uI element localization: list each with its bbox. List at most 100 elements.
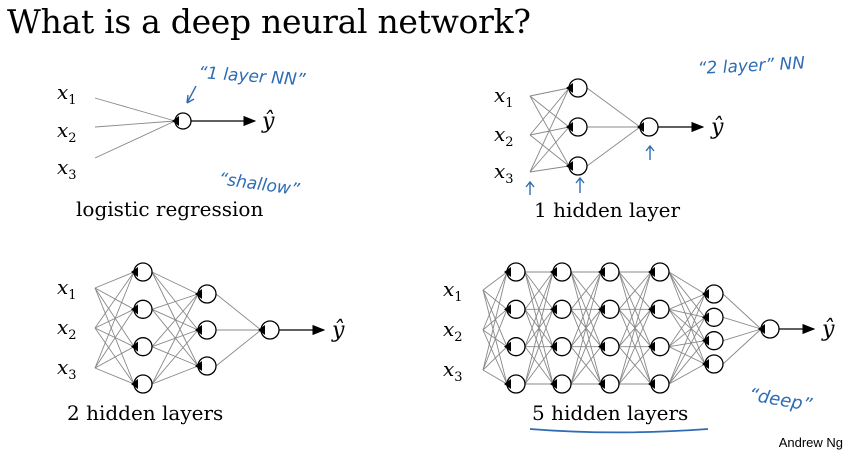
two-hidden-input-label-2: x2 bbox=[57, 315, 77, 343]
two-hidden-node-input-mark bbox=[131, 267, 138, 277]
two-hidden-edge bbox=[94, 346, 135, 369]
two-hidden-node-input-mark bbox=[131, 304, 138, 315]
one-hidden-input-label-3: x3 bbox=[494, 159, 514, 187]
one-hidden-node-input-mark bbox=[637, 122, 644, 132]
two-hidden-edge bbox=[94, 271, 135, 289]
five-hidden-node-input-mark bbox=[702, 312, 709, 323]
five-hidden-edge bbox=[570, 271, 602, 385]
five-hidden-edge bbox=[570, 309, 602, 385]
two-hidden-edge bbox=[151, 271, 199, 367]
one-hidden-edge bbox=[529, 134, 570, 167]
five-hidden-node-input-mark bbox=[648, 379, 655, 389]
two-hidden-edge bbox=[215, 329, 262, 367]
five-hidden-edge bbox=[668, 271, 706, 295]
five-hidden-edge bbox=[570, 271, 602, 310]
one-hidden-node-input-mark bbox=[566, 122, 573, 132]
caption-logistic-regression: logistic regression bbox=[76, 197, 264, 221]
two-hidden-edge bbox=[94, 287, 135, 385]
five-hidden-edge bbox=[482, 346, 508, 371]
annotation-underline bbox=[529, 428, 709, 434]
logreg-output-label: ŷ bbox=[261, 109, 275, 134]
five-hidden-node-input-mark bbox=[702, 335, 709, 346]
annotation-arrow-icon bbox=[645, 144, 655, 160]
five-hidden-edge bbox=[668, 346, 706, 365]
caption-5-hidden-layers: 5 hidden layers bbox=[532, 401, 689, 425]
caption-1-hidden-layer: 1 hidden layer bbox=[534, 198, 681, 222]
five-hidden-edge bbox=[524, 346, 554, 385]
one-hidden-edge bbox=[529, 87, 570, 136]
two-hidden-edge bbox=[151, 293, 199, 347]
five-hidden-edge bbox=[482, 271, 508, 291]
five-hidden-node-input-mark bbox=[550, 379, 557, 389]
logreg-input-label-3: x3 bbox=[57, 155, 77, 183]
logreg-edge bbox=[94, 97, 176, 122]
two-hidden-node-input-mark bbox=[195, 361, 202, 371]
five-hidden-edge bbox=[482, 289, 508, 347]
five-hidden-node-input-mark bbox=[648, 304, 655, 315]
one-hidden-node-input-mark bbox=[566, 83, 573, 93]
two-hidden-edge bbox=[94, 287, 135, 347]
five-hidden-node-input-mark bbox=[504, 341, 511, 352]
five-hidden-node-input-mark bbox=[598, 304, 605, 315]
five-hidden-edge bbox=[618, 271, 652, 347]
one-hidden-node-input-mark bbox=[566, 161, 573, 171]
five-hidden-edge bbox=[482, 369, 508, 385]
five-hidden-node-input-mark bbox=[702, 359, 709, 369]
five-hidden-node-input-mark bbox=[598, 341, 605, 352]
five-hidden-edge bbox=[618, 346, 652, 385]
one-hidden-edge bbox=[586, 87, 641, 128]
five-hidden-node-input-mark bbox=[550, 267, 557, 277]
logreg-input-label-2: x2 bbox=[57, 118, 77, 146]
two-hidden-edge bbox=[94, 327, 135, 385]
two-hidden-node-input-mark bbox=[195, 289, 202, 299]
two-hidden-edge bbox=[151, 293, 199, 385]
two-hidden-node-input-mark bbox=[131, 379, 138, 389]
five-hidden-edge bbox=[618, 271, 652, 310]
one-hidden-input-label-2: x2 bbox=[494, 122, 514, 150]
five-hidden-node-input-mark bbox=[598, 379, 605, 389]
five-hidden-edge bbox=[570, 346, 602, 385]
two-hidden-node-input-mark bbox=[258, 325, 265, 335]
two-hidden-edge bbox=[151, 293, 199, 310]
five-hidden-node-input-mark bbox=[550, 341, 557, 352]
five-hidden-edge bbox=[668, 316, 706, 348]
five-hidden-edge bbox=[668, 293, 706, 385]
two-hidden-edge bbox=[215, 293, 262, 331]
one-hidden-edge bbox=[529, 165, 570, 173]
logreg-edge bbox=[94, 120, 176, 159]
five-hidden-node-input-mark bbox=[648, 341, 655, 352]
five-hidden-edge bbox=[482, 289, 508, 310]
five-hidden-edge bbox=[668, 293, 706, 310]
five-hidden-edge bbox=[482, 289, 508, 385]
two-hidden-edge bbox=[151, 309, 199, 367]
two-hidden-edge bbox=[151, 271, 199, 295]
annotation-arrow-icon bbox=[575, 176, 585, 193]
five-hidden-node-input-mark bbox=[702, 289, 709, 299]
five-hidden-edge bbox=[482, 271, 508, 331]
two-hidden-edge bbox=[94, 271, 135, 369]
five-hidden-edge bbox=[524, 271, 554, 310]
two-hidden-network: ŷ bbox=[94, 262, 345, 394]
five-hidden-network: ŷ bbox=[482, 262, 835, 394]
one-hidden-edge bbox=[586, 126, 641, 167]
five-hidden-edge bbox=[668, 271, 706, 365]
five-hidden-node-input-mark bbox=[758, 324, 765, 334]
one-hidden-network: ŷ bbox=[529, 78, 724, 176]
one-hidden-output-label: ŷ bbox=[710, 115, 724, 140]
annotation-arrow-icon bbox=[525, 180, 535, 195]
five-hidden-output-label: ŷ bbox=[821, 317, 835, 342]
five-hidden-edge bbox=[668, 308, 706, 318]
two-hidden-input-label-1: x1 bbox=[57, 275, 77, 303]
one-hidden-input-label-1: x1 bbox=[494, 83, 514, 111]
five-hidden-edge bbox=[668, 309, 706, 365]
five-hidden-edge bbox=[668, 340, 706, 348]
five-hidden-edge bbox=[482, 329, 508, 348]
five-hidden-edge bbox=[482, 271, 508, 371]
two-hidden-edge bbox=[94, 308, 135, 329]
five-hidden-edge bbox=[668, 340, 706, 385]
five-hidden-edge bbox=[722, 328, 762, 342]
two-hidden-node-input-mark bbox=[195, 325, 202, 335]
five-hidden-edge bbox=[722, 328, 762, 365]
five-hidden-edge bbox=[570, 271, 602, 347]
